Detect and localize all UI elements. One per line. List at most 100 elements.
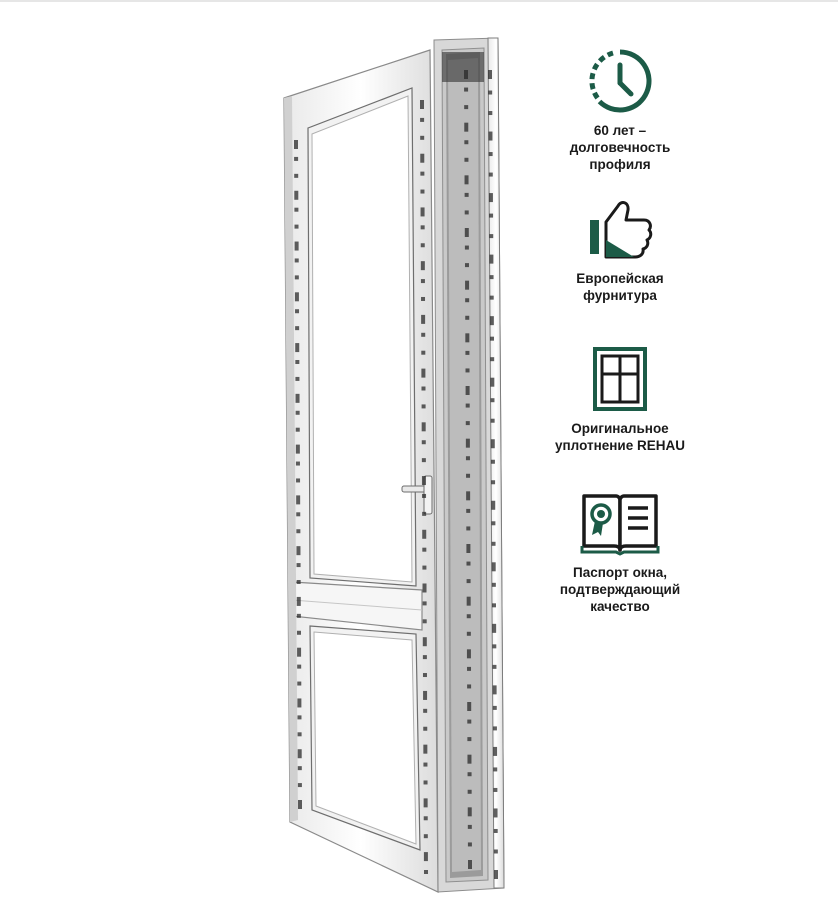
print-mark <box>466 526 471 531</box>
door-illustration <box>283 37 505 893</box>
print-mark <box>467 702 472 711</box>
print-mark <box>296 478 301 483</box>
print-mark <box>294 224 299 229</box>
print-mark <box>422 673 427 678</box>
print-mark <box>467 824 472 829</box>
print-mark <box>297 766 302 771</box>
feature-seal: Оригинальное уплотнение REHAU <box>530 346 710 454</box>
print-mark <box>467 807 472 817</box>
print-mark <box>467 666 472 671</box>
print-mark <box>465 280 470 290</box>
print-mark <box>420 171 425 176</box>
print-mark <box>295 376 300 381</box>
window-icon <box>593 347 647 411</box>
print-mark <box>294 292 299 302</box>
print-mark <box>422 583 427 593</box>
print-mark <box>465 438 470 448</box>
print-mark <box>420 279 425 284</box>
print-mark <box>420 189 425 194</box>
print-mark <box>294 207 299 212</box>
print-mark <box>465 315 470 320</box>
print-mark <box>491 521 496 526</box>
print-mark <box>465 350 470 355</box>
print-mark <box>492 664 497 669</box>
print-mark <box>489 234 494 239</box>
print-mark <box>492 623 497 633</box>
clock-icon <box>589 49 652 113</box>
print-mark <box>295 309 300 314</box>
print-mark <box>421 476 426 486</box>
print-mark <box>467 737 472 742</box>
print-mark <box>493 767 498 772</box>
print-mark <box>297 698 302 708</box>
print-mark <box>464 157 469 162</box>
caption-line: 60 лет – <box>593 123 647 138</box>
print-mark <box>423 726 428 731</box>
print-mark <box>492 726 497 731</box>
print-mark <box>491 582 496 587</box>
print-mark <box>465 456 470 461</box>
print-mark <box>423 798 428 808</box>
print-mark <box>464 105 469 110</box>
print-mark <box>421 422 426 432</box>
print-mark <box>490 398 495 403</box>
print-mark <box>489 254 494 264</box>
print-mark <box>464 245 469 250</box>
print-mark <box>422 547 427 552</box>
print-mark <box>420 117 425 122</box>
print-mark <box>296 613 301 618</box>
print-mark <box>296 580 301 584</box>
print-mark <box>295 410 300 415</box>
print-mark <box>467 719 472 724</box>
print-mark <box>422 511 427 516</box>
print-mark <box>493 787 498 792</box>
print-mark <box>296 546 301 556</box>
print-mark <box>421 386 426 391</box>
feature-longevity: 60 лет – долговечность профиля <box>530 48 710 173</box>
profile-print-marks <box>294 70 498 879</box>
print-mark <box>422 529 427 539</box>
print-mark <box>466 649 471 659</box>
print-mark <box>423 744 428 754</box>
print-mark <box>295 461 300 466</box>
print-mark <box>493 746 498 756</box>
print-mark <box>491 541 496 546</box>
feature-caption-hardware: Европейская фурнитура <box>530 270 710 304</box>
print-mark <box>420 135 425 140</box>
print-mark <box>490 336 494 341</box>
print-mark <box>465 333 470 343</box>
print-mark <box>297 749 302 759</box>
print-mark <box>423 834 428 839</box>
print-mark <box>296 630 301 635</box>
caption-line: качество <box>590 599 650 614</box>
print-mark <box>421 332 426 337</box>
caption-line: фурнитура <box>583 288 657 303</box>
print-mark <box>420 207 425 217</box>
print-mark <box>465 403 470 408</box>
print-mark <box>489 275 494 280</box>
print-mark <box>466 561 471 566</box>
print-mark <box>295 326 300 331</box>
print-mark <box>422 637 427 647</box>
print-mark <box>294 190 299 200</box>
door-sash <box>283 49 439 893</box>
outer-frame <box>433 37 505 893</box>
print-mark <box>465 421 470 426</box>
print-mark <box>421 458 426 463</box>
print-mark <box>294 173 299 178</box>
caption-line: Европейская <box>576 271 664 286</box>
print-mark <box>493 808 498 818</box>
caption-line: уплотнение REHAU <box>555 438 685 453</box>
print-mark <box>464 210 469 215</box>
print-mark <box>294 258 299 263</box>
print-mark <box>488 131 493 141</box>
print-mark <box>420 261 425 271</box>
pvc-balcony-door-icon <box>262 30 530 900</box>
print-mark <box>422 493 427 498</box>
thumbs-up-icon <box>590 201 653 259</box>
print-mark <box>424 870 428 874</box>
print-mark <box>297 732 302 737</box>
print-mark <box>467 789 472 794</box>
print-mark <box>464 140 469 145</box>
print-mark <box>423 780 428 785</box>
